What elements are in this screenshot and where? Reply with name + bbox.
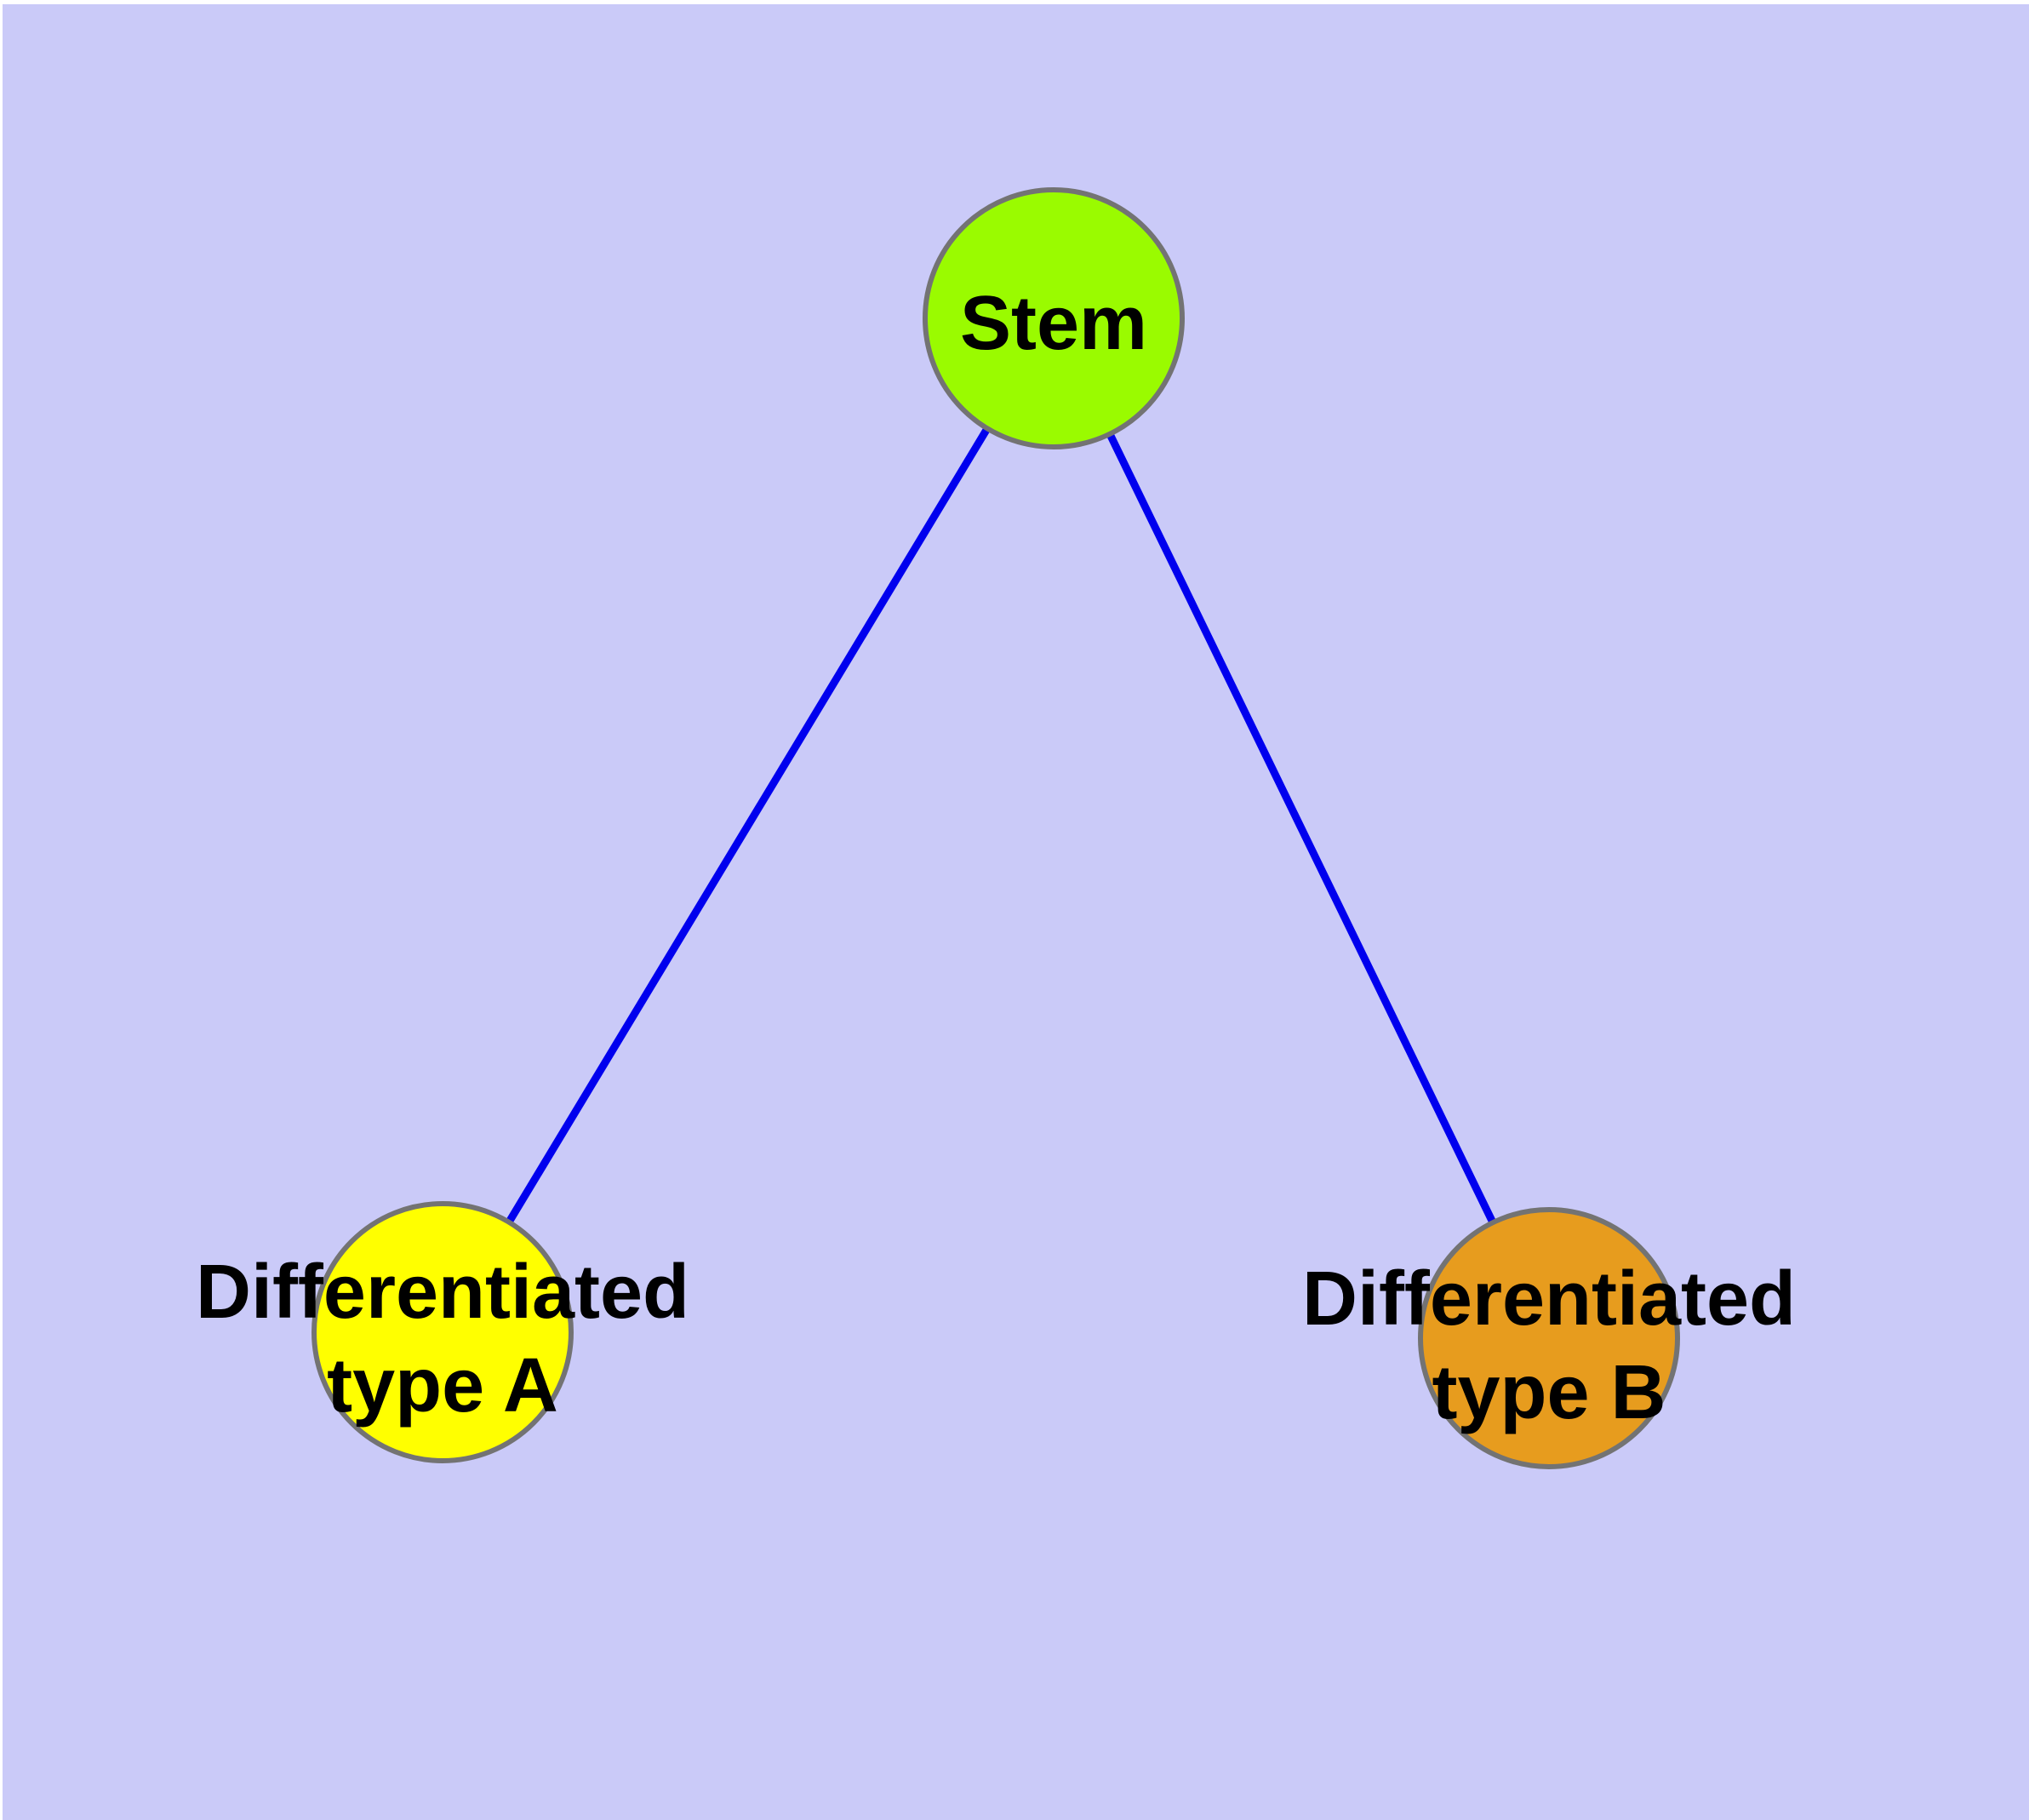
edge-stem-to-type-b: [1049, 314, 1553, 1342]
edge-stem-to-type-a: [438, 314, 1058, 1336]
node-type-b-label-line2: type B: [1432, 1350, 1666, 1435]
node-stem: [923, 187, 1185, 449]
node-stem-label: Stem: [960, 281, 1147, 366]
node-type-b-label-line1: Differentiated: [1302, 1256, 1796, 1342]
node-differentiated-type-b: [1418, 1207, 1680, 1469]
node-type-a-label-line1: Differentiated: [196, 1250, 689, 1335]
node-type-a-label-line2: type A: [327, 1343, 558, 1428]
node-differentiated-type-a: [311, 1201, 574, 1463]
